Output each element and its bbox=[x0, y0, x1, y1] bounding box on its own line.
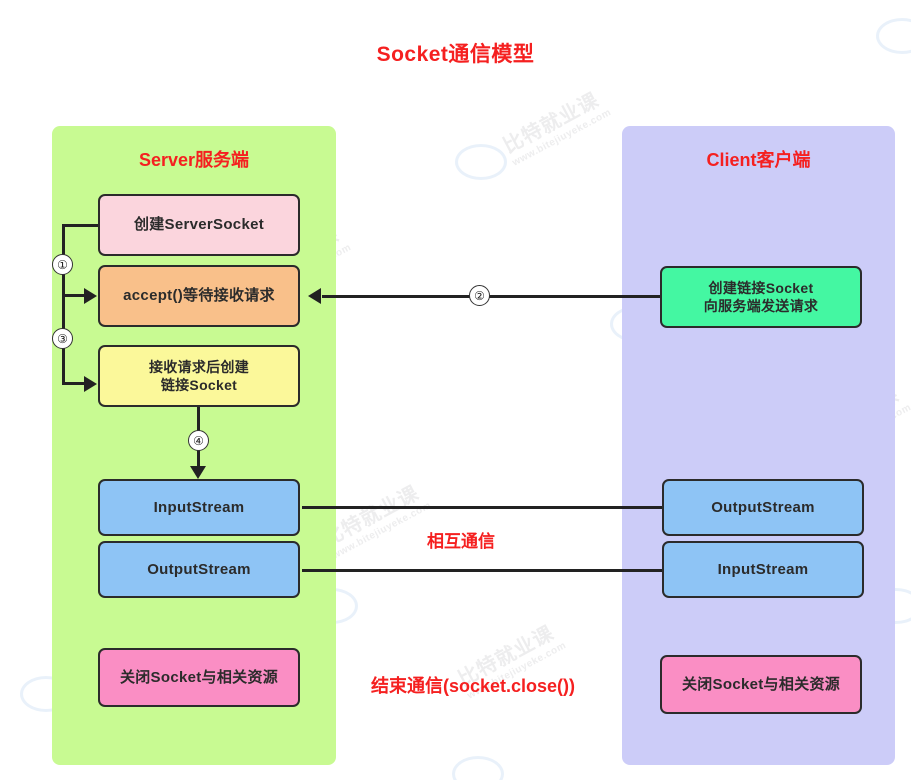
arrow-into-inputstream-icon bbox=[190, 466, 206, 479]
client-panel-title: Client客户端 bbox=[706, 150, 811, 170]
watermark-main-text: 比特就业课 bbox=[499, 89, 603, 158]
connector-branch-linksocket bbox=[62, 382, 86, 385]
node-server-close-socket[interactable]: 关闭Socket与相关资源 bbox=[98, 648, 300, 707]
node-server-inputstream[interactable]: InputStream bbox=[98, 479, 300, 536]
node-client-create-socket-line2: 向服务端发送请求 bbox=[703, 298, 819, 314]
node-server-outputstream-label: OutputStream bbox=[147, 560, 251, 578]
watermark: 比特就业课 www.bitejiuyeke.com bbox=[497, 81, 613, 168]
node-server-close-socket-label: 关闭Socket与相关资源 bbox=[119, 668, 279, 686]
node-client-outputstream-label: OutputStream bbox=[711, 498, 815, 516]
node-client-create-socket-line1: 创建链接Socket bbox=[708, 279, 814, 296]
connector-server-output-client-input bbox=[302, 569, 662, 572]
node-client-create-socket-text: 创建链接Socket 向服务端发送请求 bbox=[704, 279, 818, 316]
connector-server-input-client-output bbox=[302, 506, 662, 509]
node-client-close-socket-label: 关闭Socket与相关资源 bbox=[681, 675, 841, 693]
diagram-title: Socket通信模型 bbox=[376, 43, 535, 66]
arrow-into-accept-icon bbox=[84, 288, 97, 304]
watermark-ring-icon bbox=[455, 144, 507, 180]
step-number-2: ② bbox=[469, 285, 490, 306]
node-create-link-socket[interactable]: 接收请求后创建 链接Socket bbox=[98, 345, 300, 407]
label-mutual-communication: 相互通信 bbox=[427, 532, 495, 551]
connector-serversocket-stub bbox=[62, 224, 100, 227]
node-create-serversocket-label: 创建ServerSocket bbox=[133, 216, 265, 234]
watermark-ring-icon bbox=[452, 756, 504, 780]
connector-client-request bbox=[322, 295, 660, 298]
step-number-1: ① bbox=[52, 254, 73, 275]
node-accept-wait-label: accept()等待接收请求 bbox=[123, 287, 275, 305]
arrow-into-accept-from-client-icon bbox=[308, 288, 321, 304]
watermark-sub-text: www.bitejiuyeke.com bbox=[510, 107, 614, 169]
node-server-inputstream-label: InputStream bbox=[153, 498, 245, 516]
node-client-inputstream-label: InputStream bbox=[717, 560, 809, 578]
node-create-link-socket-text: 接收请求后创建 链接Socket bbox=[149, 358, 249, 395]
step-number-4: ④ bbox=[188, 430, 209, 451]
node-accept-wait[interactable]: accept()等待接收请求 bbox=[98, 265, 300, 327]
arrow-into-linksocket-icon bbox=[84, 376, 97, 392]
node-client-close-socket[interactable]: 关闭Socket与相关资源 bbox=[660, 655, 862, 714]
label-end-communication: 结束通信(socket.close()) bbox=[371, 676, 576, 696]
node-create-link-socket-line1: 接收请求后创建 bbox=[148, 358, 250, 375]
node-create-link-socket-line2: 链接Socket bbox=[160, 377, 238, 393]
node-create-serversocket[interactable]: 创建ServerSocket bbox=[98, 194, 300, 256]
watermark-sub-text: www.bitejiuyeke.com bbox=[330, 500, 434, 562]
step-number-3: ③ bbox=[52, 328, 73, 349]
node-server-outputstream[interactable]: OutputStream bbox=[98, 541, 300, 598]
node-client-create-socket[interactable]: 创建链接Socket 向服务端发送请求 bbox=[660, 266, 862, 328]
node-client-outputstream[interactable]: OutputStream bbox=[662, 479, 864, 536]
server-panel-title: Server服务端 bbox=[138, 150, 250, 170]
node-client-inputstream[interactable]: InputStream bbox=[662, 541, 864, 598]
connector-branch-accept bbox=[62, 294, 86, 297]
connector-left-trunk bbox=[62, 224, 65, 384]
